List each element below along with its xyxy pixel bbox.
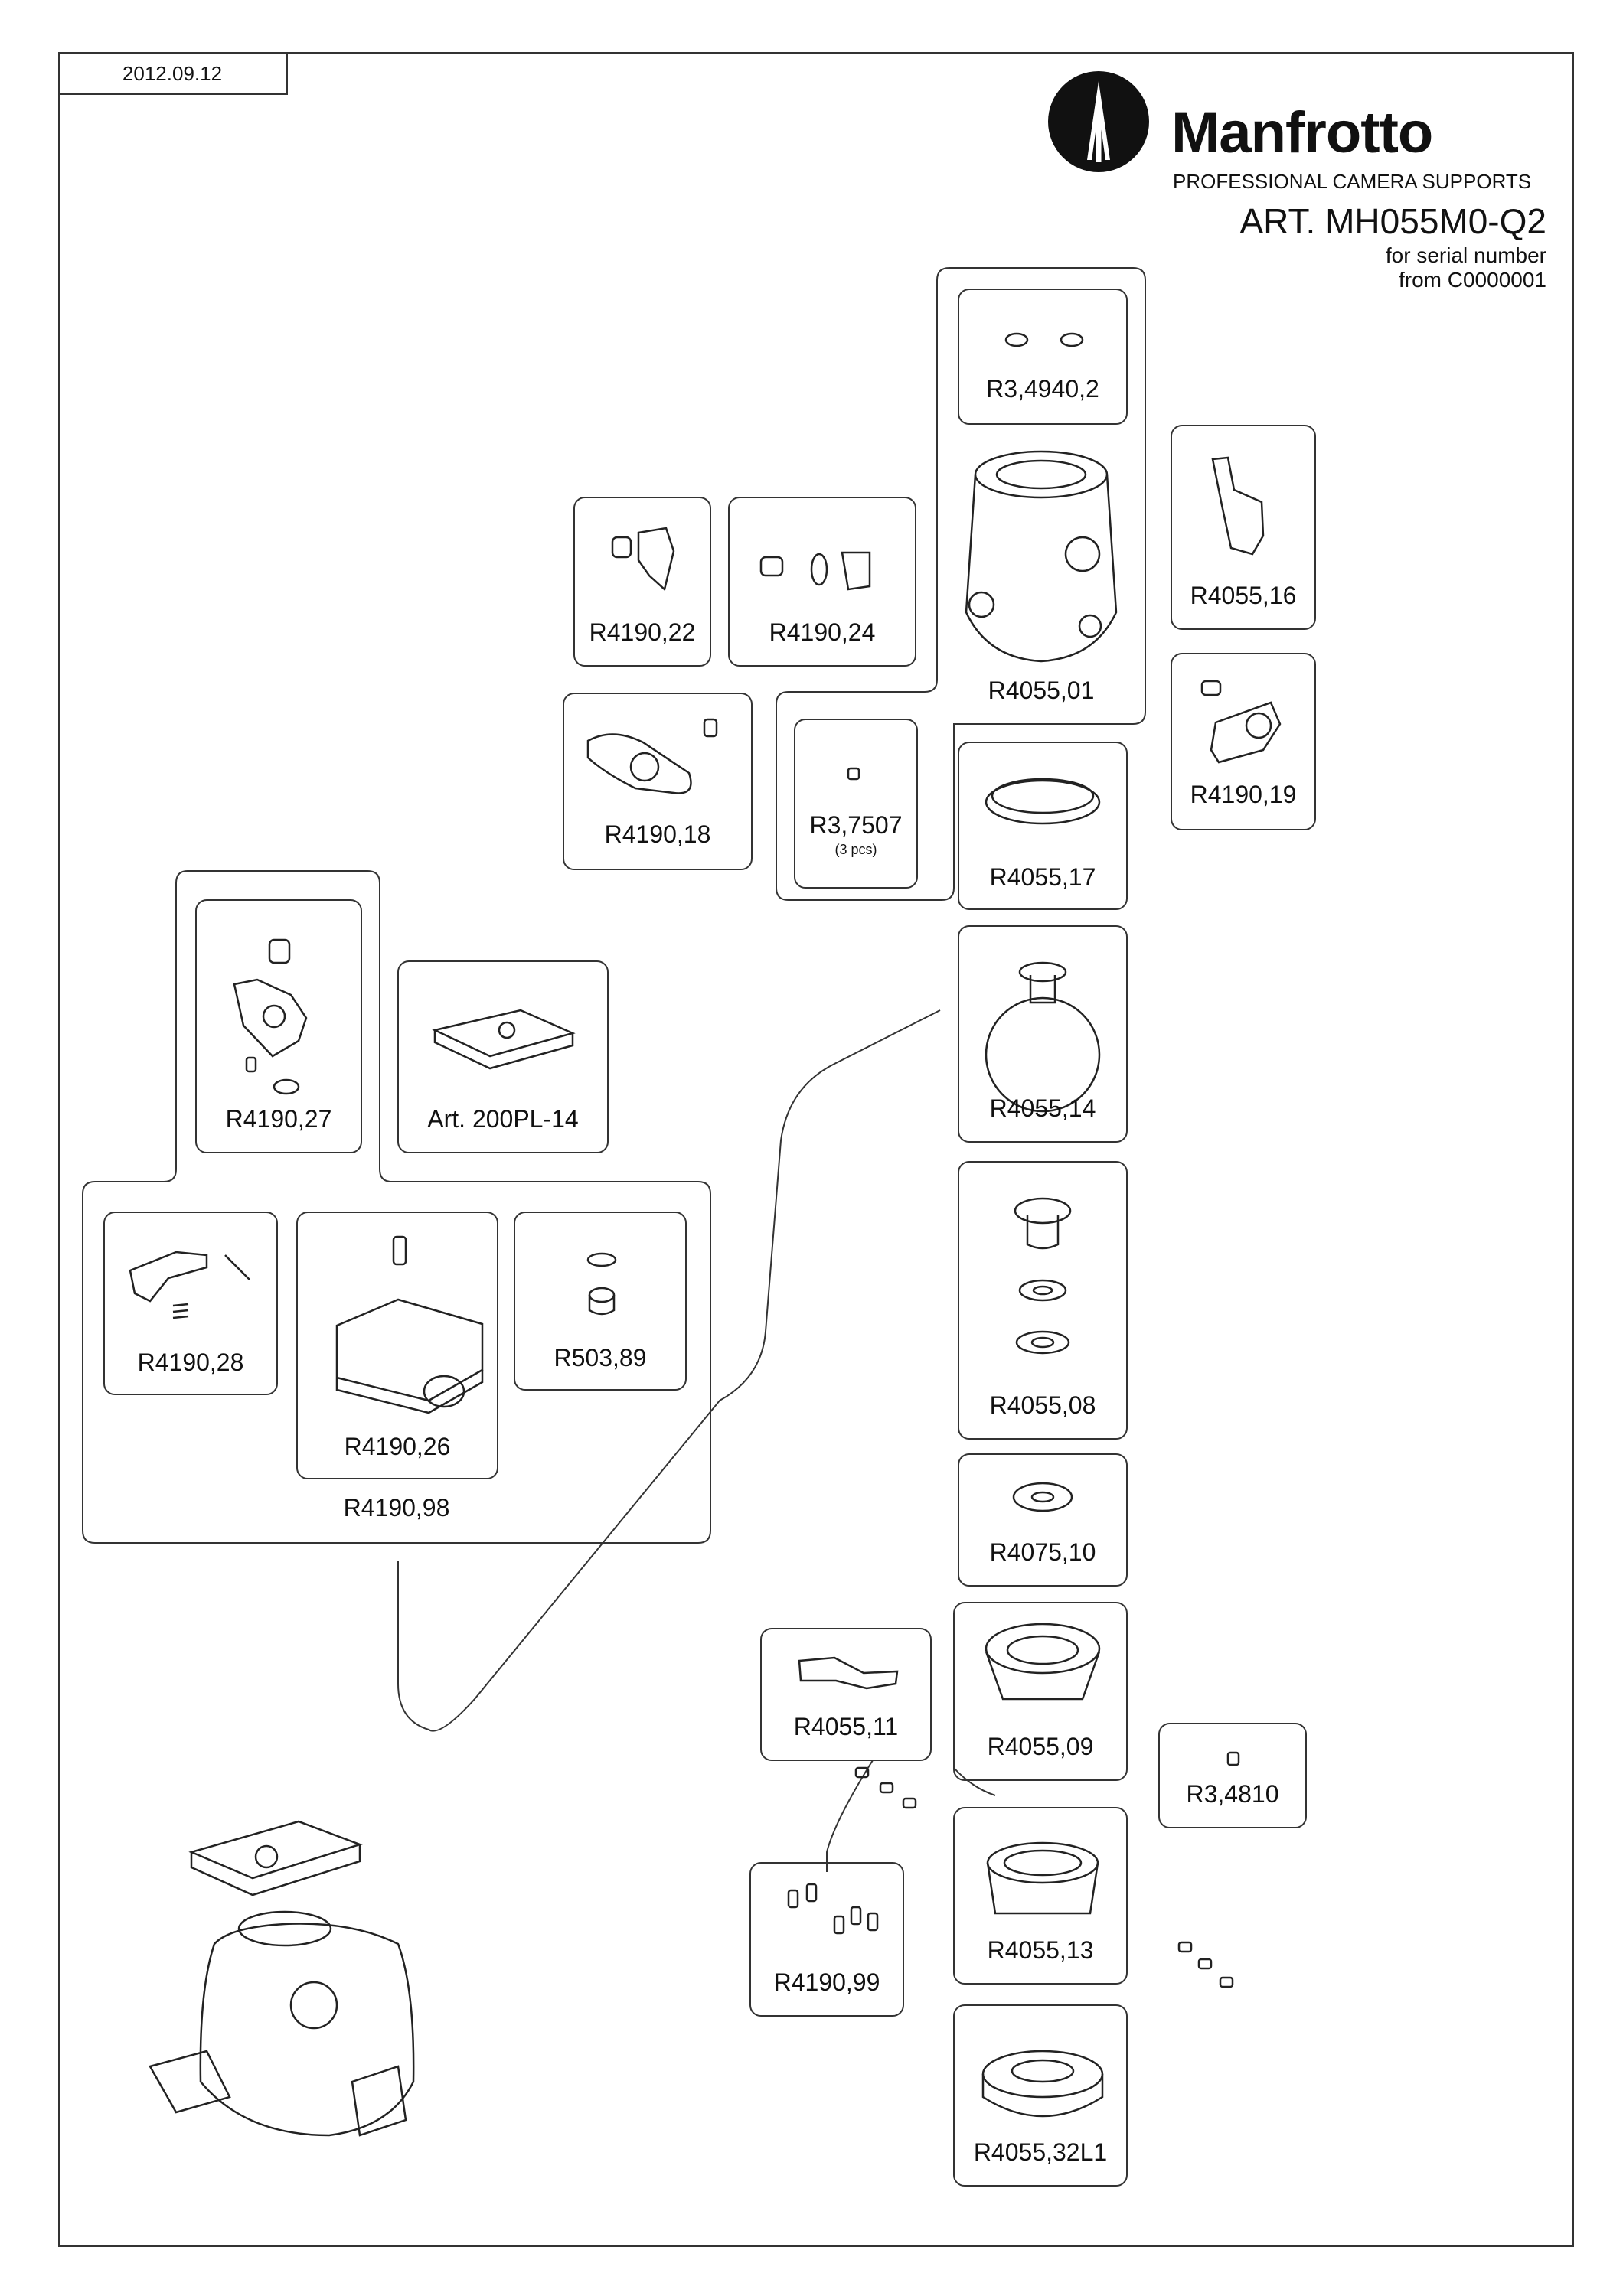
part-label: R3,7507 xyxy=(809,811,903,839)
brand-block: Manfrotto PROFESSIONAL CAMERA SUPPORTS xyxy=(1041,64,1546,193)
part-spring-washer-icon xyxy=(586,1252,617,1316)
part-knob-icon xyxy=(611,527,675,592)
part-label: R4055,17 xyxy=(989,863,1096,891)
brand-name: Manfrotto xyxy=(1171,100,1433,165)
frame-r405532l1 xyxy=(953,2004,1128,2187)
serial-note-line1: for serial number xyxy=(1385,243,1546,267)
part-label: R4190,28 xyxy=(137,1349,244,1376)
frame-r419026 xyxy=(296,1212,498,1479)
part-quantity-note: (3 pcs) xyxy=(834,842,877,857)
page-frame xyxy=(58,52,1574,2247)
leader-line-base xyxy=(953,1767,996,1796)
part-ball-icon xyxy=(985,961,1101,1113)
part-label: R4190,18 xyxy=(604,820,711,848)
frame-r419022 xyxy=(573,497,711,667)
part-label: R4190,99 xyxy=(773,1968,880,1996)
leader-line-pins xyxy=(826,1760,874,1872)
part-ball-head-body-icon xyxy=(965,450,1118,663)
part-label: R3,4940,2 xyxy=(986,375,1099,403)
part-clamp-lever-icon xyxy=(129,1251,250,1319)
frame-r405508 xyxy=(958,1161,1128,1440)
part-label: R4055,32L1 xyxy=(973,2138,1108,2166)
frame-r405509 xyxy=(953,1602,1128,1781)
part-bracket-icon xyxy=(798,1656,899,1690)
assembled-ball-head-icon xyxy=(149,1820,415,2137)
group-outline-r405501 xyxy=(776,267,1146,901)
frame-r405516 xyxy=(1171,425,1316,630)
part-stem-washers-icon xyxy=(1014,1197,1072,1355)
frame-r419028 xyxy=(103,1212,278,1395)
part-knob-lever-icon xyxy=(586,718,718,794)
part-base-icon xyxy=(981,2050,1104,2118)
part-label: R4055,16 xyxy=(1190,582,1297,609)
part-label: Art. 200PL-14 xyxy=(427,1105,579,1133)
frame-r419018 xyxy=(563,693,753,870)
part-label: R4055,09 xyxy=(987,1733,1094,1760)
part-knob-assembly-icon xyxy=(233,938,308,1095)
part-label: R503,89 xyxy=(554,1344,647,1371)
frame-r419024 xyxy=(728,497,916,667)
frame-r419019 xyxy=(1171,653,1316,830)
part-clamp-body-icon xyxy=(335,1235,484,1414)
part-collar-icon xyxy=(986,1841,1099,1915)
frame-r405513 xyxy=(953,1807,1128,1985)
part-label: R4190,22 xyxy=(589,618,696,646)
part-pin-icon xyxy=(1177,1941,1193,1953)
frame-r34810 xyxy=(1158,1723,1307,1828)
frame-r419099 xyxy=(749,1862,904,2017)
part-knob-lever-icon xyxy=(1200,680,1282,764)
frame-r405517 xyxy=(958,742,1128,910)
part-screw-icon xyxy=(1004,332,1029,347)
group-outline-r419098 xyxy=(82,870,711,1544)
part-screw-icon xyxy=(1060,332,1084,347)
part-friction-disk-icon xyxy=(1012,1482,1073,1512)
part-label: R4190,26 xyxy=(344,1433,451,1460)
part-label: R4055,14 xyxy=(989,1094,1096,1122)
part-pin-icon xyxy=(854,1766,870,1779)
part-label: R4055,08 xyxy=(989,1391,1096,1419)
leader-line-ball xyxy=(397,1009,941,1732)
part-housing-cup-icon xyxy=(985,1623,1101,1701)
frame-r419027 xyxy=(195,899,362,1153)
frame-r37507 xyxy=(794,719,918,889)
frame-r405514 xyxy=(958,925,1128,1143)
frame-r349402 xyxy=(958,289,1128,425)
brand-tagline: PROFESSIONAL CAMERA SUPPORTS xyxy=(1173,170,1532,193)
part-pin-icon xyxy=(902,1797,917,1809)
part-label: R4190,27 xyxy=(225,1105,332,1133)
serial-note-line2: from C0000001 xyxy=(1398,268,1546,292)
part-pin-set-icon xyxy=(787,1883,879,1935)
part-pin-icon xyxy=(1219,1976,1234,1988)
part-label: R4190,19 xyxy=(1190,781,1297,808)
part-grub-screw-icon xyxy=(1226,1751,1240,1766)
part-ring-icon xyxy=(985,778,1101,825)
part-knob-set-icon xyxy=(759,551,871,591)
part-grub-screw-icon xyxy=(847,767,860,781)
frame-r405511 xyxy=(760,1628,932,1761)
frame-r50389 xyxy=(514,1212,687,1391)
part-lever-icon xyxy=(1211,456,1265,556)
part-label: R4055,13 xyxy=(987,1936,1094,1964)
part-pin-icon xyxy=(1197,1958,1213,1970)
date-stamp: 2012.09.12 xyxy=(58,52,288,95)
frame-200pl14 xyxy=(397,960,609,1153)
part-label: R4055,01 xyxy=(988,677,1095,704)
part-label: R4190,24 xyxy=(769,618,876,646)
article-number: ART. MH055M0-Q2 xyxy=(1239,201,1546,241)
manfrotto-tripod-logo-icon xyxy=(1048,71,1149,172)
frame-r407510 xyxy=(958,1453,1128,1587)
group-label: R4190,98 xyxy=(343,1494,450,1521)
part-quick-release-plate-icon xyxy=(432,1009,576,1070)
part-pin-icon xyxy=(879,1782,894,1794)
part-label: R3,4810 xyxy=(1186,1780,1279,1808)
part-label: R4055,11 xyxy=(793,1713,899,1740)
part-label: R4075,10 xyxy=(989,1538,1096,1566)
